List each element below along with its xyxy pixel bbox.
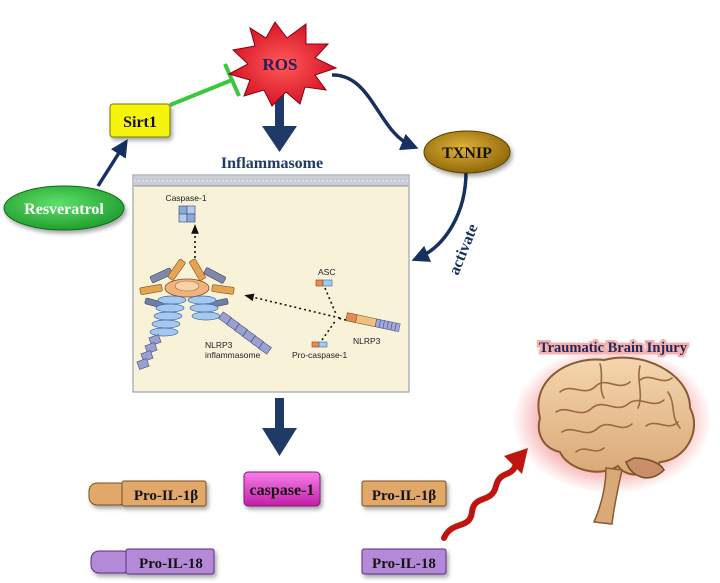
pro-il1b-left-label: Pro-IL-1β <box>134 488 198 504</box>
asc-icon <box>315 279 333 287</box>
squiggle-arrow-to-brain <box>441 448 528 541</box>
nlrp3-label: NLRP3 <box>353 336 381 346</box>
arrow-inflammasome-to-caspase1 <box>262 398 297 456</box>
txnip-node <box>423 130 511 174</box>
txnip-label: TXNIP <box>442 145 492 162</box>
sirt1-label: Sirt1 <box>123 114 157 131</box>
tbi-title: Traumatic Brain Injury <box>539 340 688 356</box>
arrow-ros-to-inflammasome <box>262 92 297 152</box>
arrow-txnip-to-inflammasome <box>411 171 468 262</box>
ros-label: ROS <box>263 55 298 74</box>
nlrp3-inflammasome-complex <box>136 258 272 370</box>
dotted-arrow-asc-nlrp3-to-complex <box>244 293 341 319</box>
pro-il1b-right-node <box>361 480 447 507</box>
caspase1-tetramer-icon <box>178 205 196 223</box>
asc-label: ASC <box>318 267 335 277</box>
nlrp3-icon <box>345 312 401 333</box>
caspase1-product-label: caspase-1 <box>250 482 315 499</box>
pro-il1b-left-node <box>88 480 207 507</box>
inhibition-sirt1-to-ros <box>169 63 241 107</box>
pro-caspase1-label: Pro-caspase-1 <box>292 350 348 360</box>
sirt1-node <box>109 103 171 138</box>
pro-il1b-right-label: Pro-IL-1β <box>372 488 436 504</box>
nlrp3-inflammasome-label-line1: NLRP3 <box>205 340 233 350</box>
brain-illustration <box>512 346 712 525</box>
dotted-line-from-nlrp3 <box>337 317 347 321</box>
caspase1-product-node <box>243 471 321 507</box>
pro-il18-right-label: Pro-IL-18 <box>372 556 436 572</box>
dotted-line-from-pro-caspase1 <box>321 319 337 341</box>
pro-caspase1-icon <box>311 341 328 348</box>
caspase1-panel-label: Caspase-1 <box>165 193 206 203</box>
pro-il18-left-node <box>90 548 215 575</box>
resveratrol-label: Resveratrol <box>24 201 104 218</box>
pro-il18-right-node <box>361 548 447 575</box>
resveratrol-node <box>3 185 125 231</box>
arrow-resveratrol-to-sirt1 <box>96 139 128 187</box>
ros-burst-shape <box>227 21 338 107</box>
pro-il18-left-label: Pro-IL-18 <box>139 556 203 572</box>
arrow-ros-to-txnip <box>331 73 419 151</box>
inflammasome-title: Inflammasome <box>221 155 323 172</box>
ros-node: ROS <box>227 21 338 107</box>
nlrp3-inflammasome-label-line2: inflammasome <box>205 350 261 360</box>
